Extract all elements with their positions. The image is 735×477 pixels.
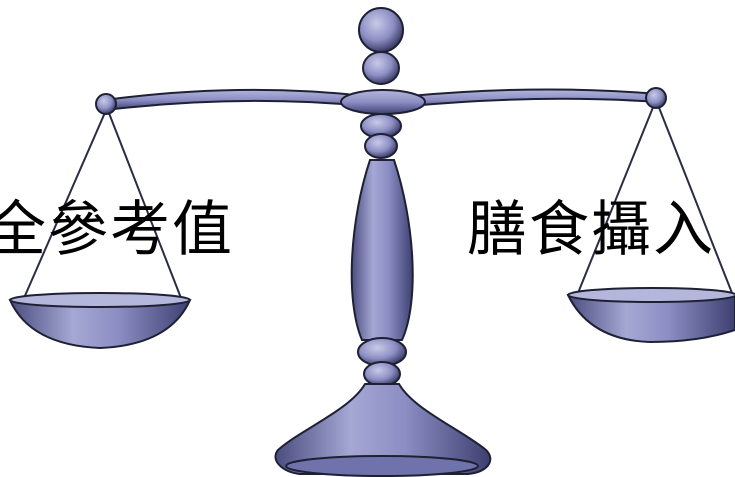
right-pan-strings <box>577 99 733 294</box>
upper-collar-2 <box>364 133 398 159</box>
center-yoke <box>340 89 426 115</box>
base-rim <box>285 455 479 477</box>
scale-column <box>350 159 414 341</box>
right-label: 膳食攝入 <box>467 195 715 265</box>
left-beam-knob <box>95 93 117 115</box>
finial-neck <box>362 51 400 85</box>
right-pan <box>566 287 735 344</box>
left-pan <box>8 292 192 350</box>
scale-base <box>274 383 492 475</box>
left-label: 全參考值 <box>0 195 234 265</box>
right-beam-knob <box>645 87 667 109</box>
left-pan-strings <box>23 107 182 299</box>
lower-collar-2 <box>363 361 401 387</box>
top-finial <box>358 7 404 53</box>
